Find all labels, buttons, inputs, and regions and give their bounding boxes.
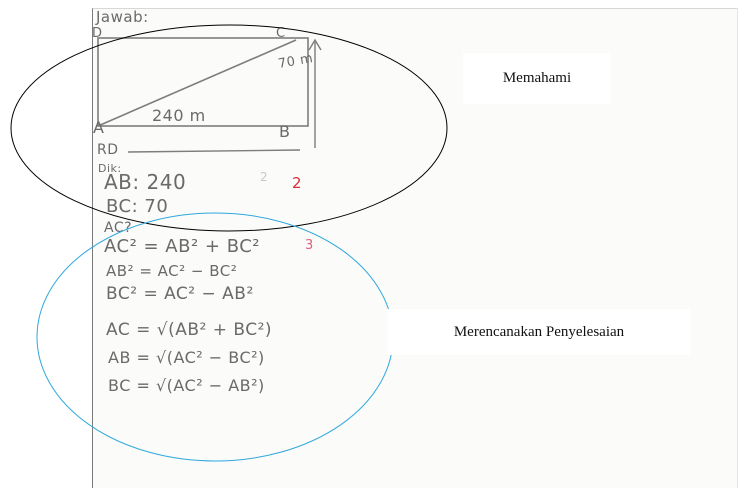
score-understand: 2 [292,174,303,192]
known-header: Dik: [98,162,122,175]
plan-ellipse [36,212,394,462]
vertex-c-label: C [276,26,286,41]
formula-bc-squared: BC² = AC² − AB² [106,284,254,304]
vertex-d-label: D [92,26,103,41]
score-plan: 3 [305,238,314,253]
formula-ab-root: AB = √(AC² − BC²) [108,348,265,367]
understand-ellipse [10,24,448,232]
faint-score-mark: 2 [260,170,269,184]
formula-bc-root: BC = √(AC² − AB²) [108,376,265,395]
understand-label: Memahami [463,53,611,104]
known-ac: AC? [104,220,133,236]
formula-ac-squared: AC² = AB² + BC² [104,236,261,257]
plan-label: Merencanakan Penyelesaian [387,309,691,355]
vertex-a-label: A [93,118,105,137]
known-bc: BC: 70 [106,196,169,217]
answer-sheet [92,8,738,488]
rd-label: RD [97,142,119,158]
jawab-heading: Jawab: [96,8,149,26]
side-ab-label: 240 m [152,106,206,125]
known-ab: AB: 240 [104,170,187,194]
vertex-b-label: B [279,122,291,141]
formula-ac-root: AC = √(AB² + BC²) [106,320,273,340]
formula-ab-squared: AB² = AC² − BC² [106,262,238,280]
